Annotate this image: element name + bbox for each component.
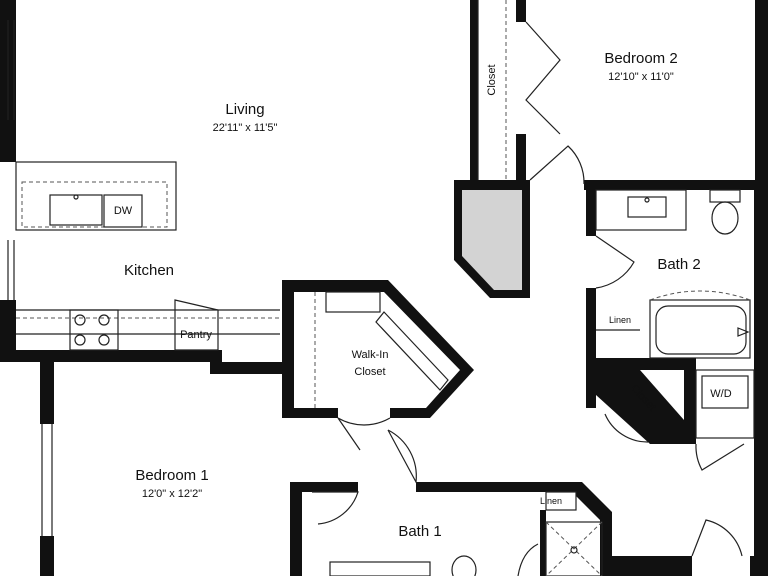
- bath1-label: Bath 1: [398, 523, 441, 540]
- kitchen-label: Kitchen: [124, 262, 174, 279]
- pantry-label: Pantry: [180, 329, 212, 341]
- closet-vertical-label: Closet: [486, 64, 498, 95]
- living-dimension: 22'11" x 11'5": [213, 122, 278, 134]
- bedroom1-dimension: 12'0" x 12'2": [142, 488, 202, 500]
- walkin-closet-label-line2: Closet: [354, 366, 385, 378]
- washer-dryer-label: W/D: [710, 388, 731, 400]
- bedroom2-label: Bedroom 2: [604, 50, 677, 67]
- living-label: Living: [225, 101, 264, 118]
- bath2-label: Bath 2: [657, 256, 700, 273]
- fixtures: [7, 0, 755, 576]
- linen-bath2-label: Linen: [609, 315, 631, 325]
- walkin-closet-label-line1: Walk-In: [352, 349, 389, 361]
- bedroom2-dimension: 12'10" x 11'0": [608, 71, 674, 83]
- bedroom1-label: Bedroom 1: [135, 467, 208, 484]
- dishwasher-label: DW: [114, 205, 133, 217]
- mechanical-shaft: [462, 190, 522, 290]
- linen-bath1-label: Linen: [540, 496, 562, 506]
- room-labels: Living 22'11" x 11'5" Kitchen Bedroom 1 …: [114, 50, 732, 540]
